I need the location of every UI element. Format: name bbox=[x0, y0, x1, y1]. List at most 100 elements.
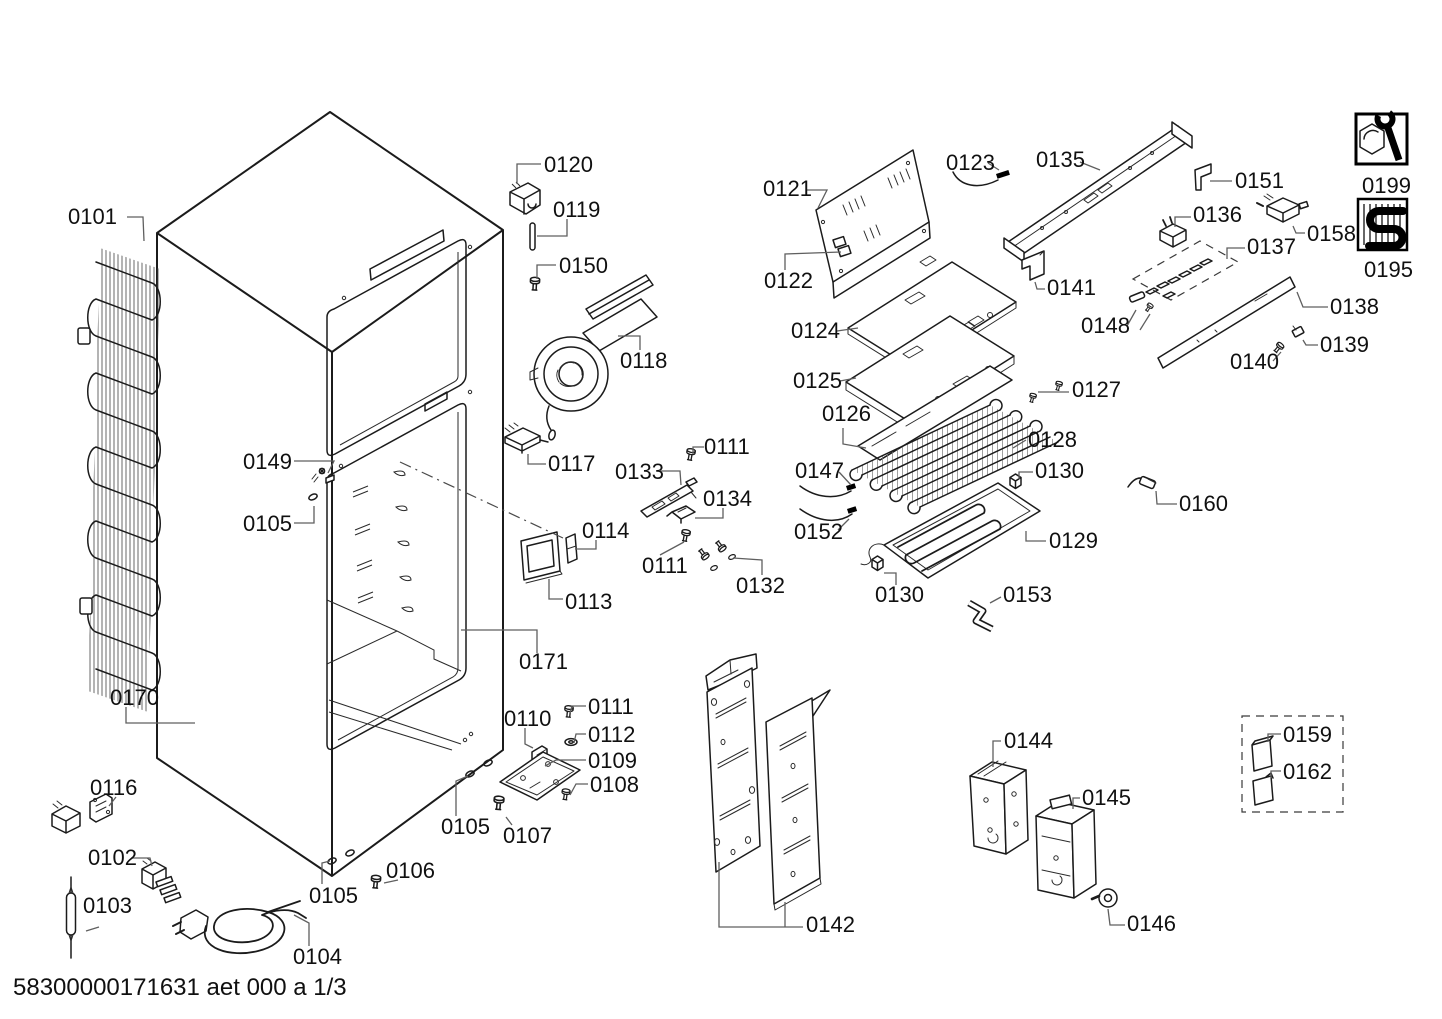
part-label-0101: 0101 bbox=[68, 204, 117, 229]
part-label-0130: 0130 bbox=[875, 582, 924, 607]
part-label-0142: 0142 bbox=[806, 912, 855, 937]
part-label-0160: 0160 bbox=[1179, 491, 1228, 516]
part-label-0138: 0138 bbox=[1330, 294, 1379, 319]
screw-0108 bbox=[560, 787, 571, 801]
shelf-support-marks bbox=[352, 470, 414, 613]
part-label-0103: 0103 bbox=[83, 893, 132, 918]
sensor-wire-0123 bbox=[952, 169, 1010, 187]
screw-0111-b bbox=[679, 528, 692, 543]
part-label-0111: 0111 bbox=[642, 553, 688, 578]
fan-assembly-0118 bbox=[529, 274, 658, 441]
service-tools-icon bbox=[1354, 108, 1409, 166]
part-label-0105: 0105 bbox=[309, 883, 358, 908]
screw-0107 bbox=[492, 795, 505, 811]
accessory-kit-0159-0162 bbox=[1241, 715, 1344, 813]
part-label-0148: 0148 bbox=[1081, 313, 1130, 338]
part-label-0112: 0112 bbox=[588, 722, 635, 747]
part-label-0106: 0106 bbox=[386, 858, 435, 883]
part-label-0137: 0137 bbox=[1247, 234, 1296, 259]
part-label-0111: 0111 bbox=[704, 434, 750, 459]
part-label-0119: 0119 bbox=[553, 197, 600, 222]
switch-0117 bbox=[504, 422, 549, 454]
part-label-0153: 0153 bbox=[1003, 582, 1052, 607]
alignment-line bbox=[399, 461, 564, 539]
knob-0146 bbox=[1090, 888, 1118, 908]
grommet-0105-left bbox=[307, 492, 319, 502]
damper-housing-0145 bbox=[1035, 794, 1097, 899]
part-label-0132: 0132 bbox=[736, 573, 785, 598]
terminal-block-0102 bbox=[141, 857, 182, 904]
part-label-0139: 0139 bbox=[1320, 332, 1369, 357]
document-id-footer: 58300000171631 aet 000 a 1/3 bbox=[13, 974, 347, 1001]
part-label-0136: 0136 bbox=[1193, 202, 1242, 227]
heater-wire-0152 bbox=[799, 506, 858, 521]
part-label-0105: 0105 bbox=[441, 814, 490, 839]
part-label-0195: 0195 bbox=[1364, 257, 1413, 282]
part-label-0107: 0107 bbox=[503, 823, 552, 848]
screw-0111-a bbox=[684, 447, 697, 462]
hinge-plate-0109 bbox=[499, 751, 581, 801]
cover-0114 bbox=[565, 533, 578, 564]
part-label-0159: 0159 bbox=[1283, 722, 1332, 747]
bracket-0141 bbox=[1021, 250, 1045, 281]
divider-panels-0142 bbox=[705, 653, 831, 911]
part-label-0128: 0128 bbox=[1028, 427, 1077, 452]
part-label-0199: 0199 bbox=[1362, 173, 1411, 198]
part-label-0116: 0116 bbox=[90, 775, 137, 800]
part-label-0170: 0170 bbox=[110, 685, 159, 710]
screw-set-0132 bbox=[696, 538, 737, 572]
part-label-0145: 0145 bbox=[1082, 785, 1131, 810]
frame-0113 bbox=[520, 531, 563, 584]
part-label-0125: 0125 bbox=[793, 368, 842, 393]
part-label-0117: 0117 bbox=[548, 451, 595, 476]
fasteners-0148 bbox=[1128, 291, 1155, 313]
part-labels: 0101 0120 0119 0150 0118 0117 0149 0105 0133 0111… bbox=[68, 147, 1413, 969]
screw-0106 bbox=[369, 874, 382, 890]
part-label-0149: 0149 bbox=[243, 449, 292, 474]
part-label-0122: 0122 bbox=[764, 268, 813, 293]
clip-0151 bbox=[1194, 163, 1212, 191]
switch-0136 bbox=[1159, 216, 1187, 248]
trim-strip-0138 bbox=[1157, 276, 1296, 369]
part-label-0146: 0146 bbox=[1127, 911, 1176, 936]
vent-slot bbox=[369, 229, 445, 281]
hinge-pin-0119 bbox=[529, 222, 536, 251]
part-label-0147: 0147 bbox=[795, 458, 844, 483]
part-label-0109: 0109 bbox=[588, 748, 637, 773]
hinge-bracket-0120 bbox=[509, 181, 541, 215]
evaporator-coil-icon bbox=[1356, 197, 1409, 252]
part-label-0133: 0133 bbox=[615, 459, 664, 484]
part-label-0120: 0120 bbox=[544, 152, 593, 177]
part-label-0134: 0134 bbox=[703, 486, 752, 511]
part-label-0104: 0104 bbox=[293, 944, 342, 969]
part-label-0124: 0124 bbox=[791, 318, 840, 343]
part-label-0151: 0151 bbox=[1235, 168, 1284, 193]
part-label-0130: 0130 bbox=[1035, 458, 1084, 483]
filter-drier-0103 bbox=[65, 876, 77, 959]
sensor-0160 bbox=[1127, 475, 1157, 490]
part-label-0118: 0118 bbox=[620, 348, 667, 373]
part-label-0127: 0127 bbox=[1072, 377, 1121, 402]
part-label-0129: 0129 bbox=[1049, 528, 1098, 553]
power-cord-0104 bbox=[172, 900, 307, 955]
part-label-0105: 0105 bbox=[243, 511, 292, 536]
part-label-0111: 0111 bbox=[588, 694, 634, 719]
damper-housing-0144 bbox=[969, 760, 1029, 855]
rear-panel-0121 bbox=[815, 149, 931, 299]
screw-0150 bbox=[529, 276, 541, 291]
heater-wire-0147 bbox=[799, 483, 857, 498]
part-label-0171: 0171 bbox=[519, 649, 568, 674]
part-label-0162: 0162 bbox=[1283, 759, 1332, 784]
part-label-0135: 0135 bbox=[1036, 147, 1085, 172]
part-label-0158: 0158 bbox=[1307, 221, 1356, 246]
part-label-0144: 0144 bbox=[1004, 728, 1053, 753]
refrigerator-cabinet bbox=[156, 111, 504, 877]
relay-0158 bbox=[1256, 193, 1309, 223]
part-label-0123: 0123 bbox=[946, 150, 995, 175]
relay-set-0116 bbox=[51, 793, 113, 834]
spacer-block-0130-lower bbox=[871, 555, 884, 572]
part-label-0113: 0113 bbox=[565, 589, 612, 614]
evaporator-0128 bbox=[849, 398, 1059, 515]
part-label-0150: 0150 bbox=[559, 253, 608, 278]
